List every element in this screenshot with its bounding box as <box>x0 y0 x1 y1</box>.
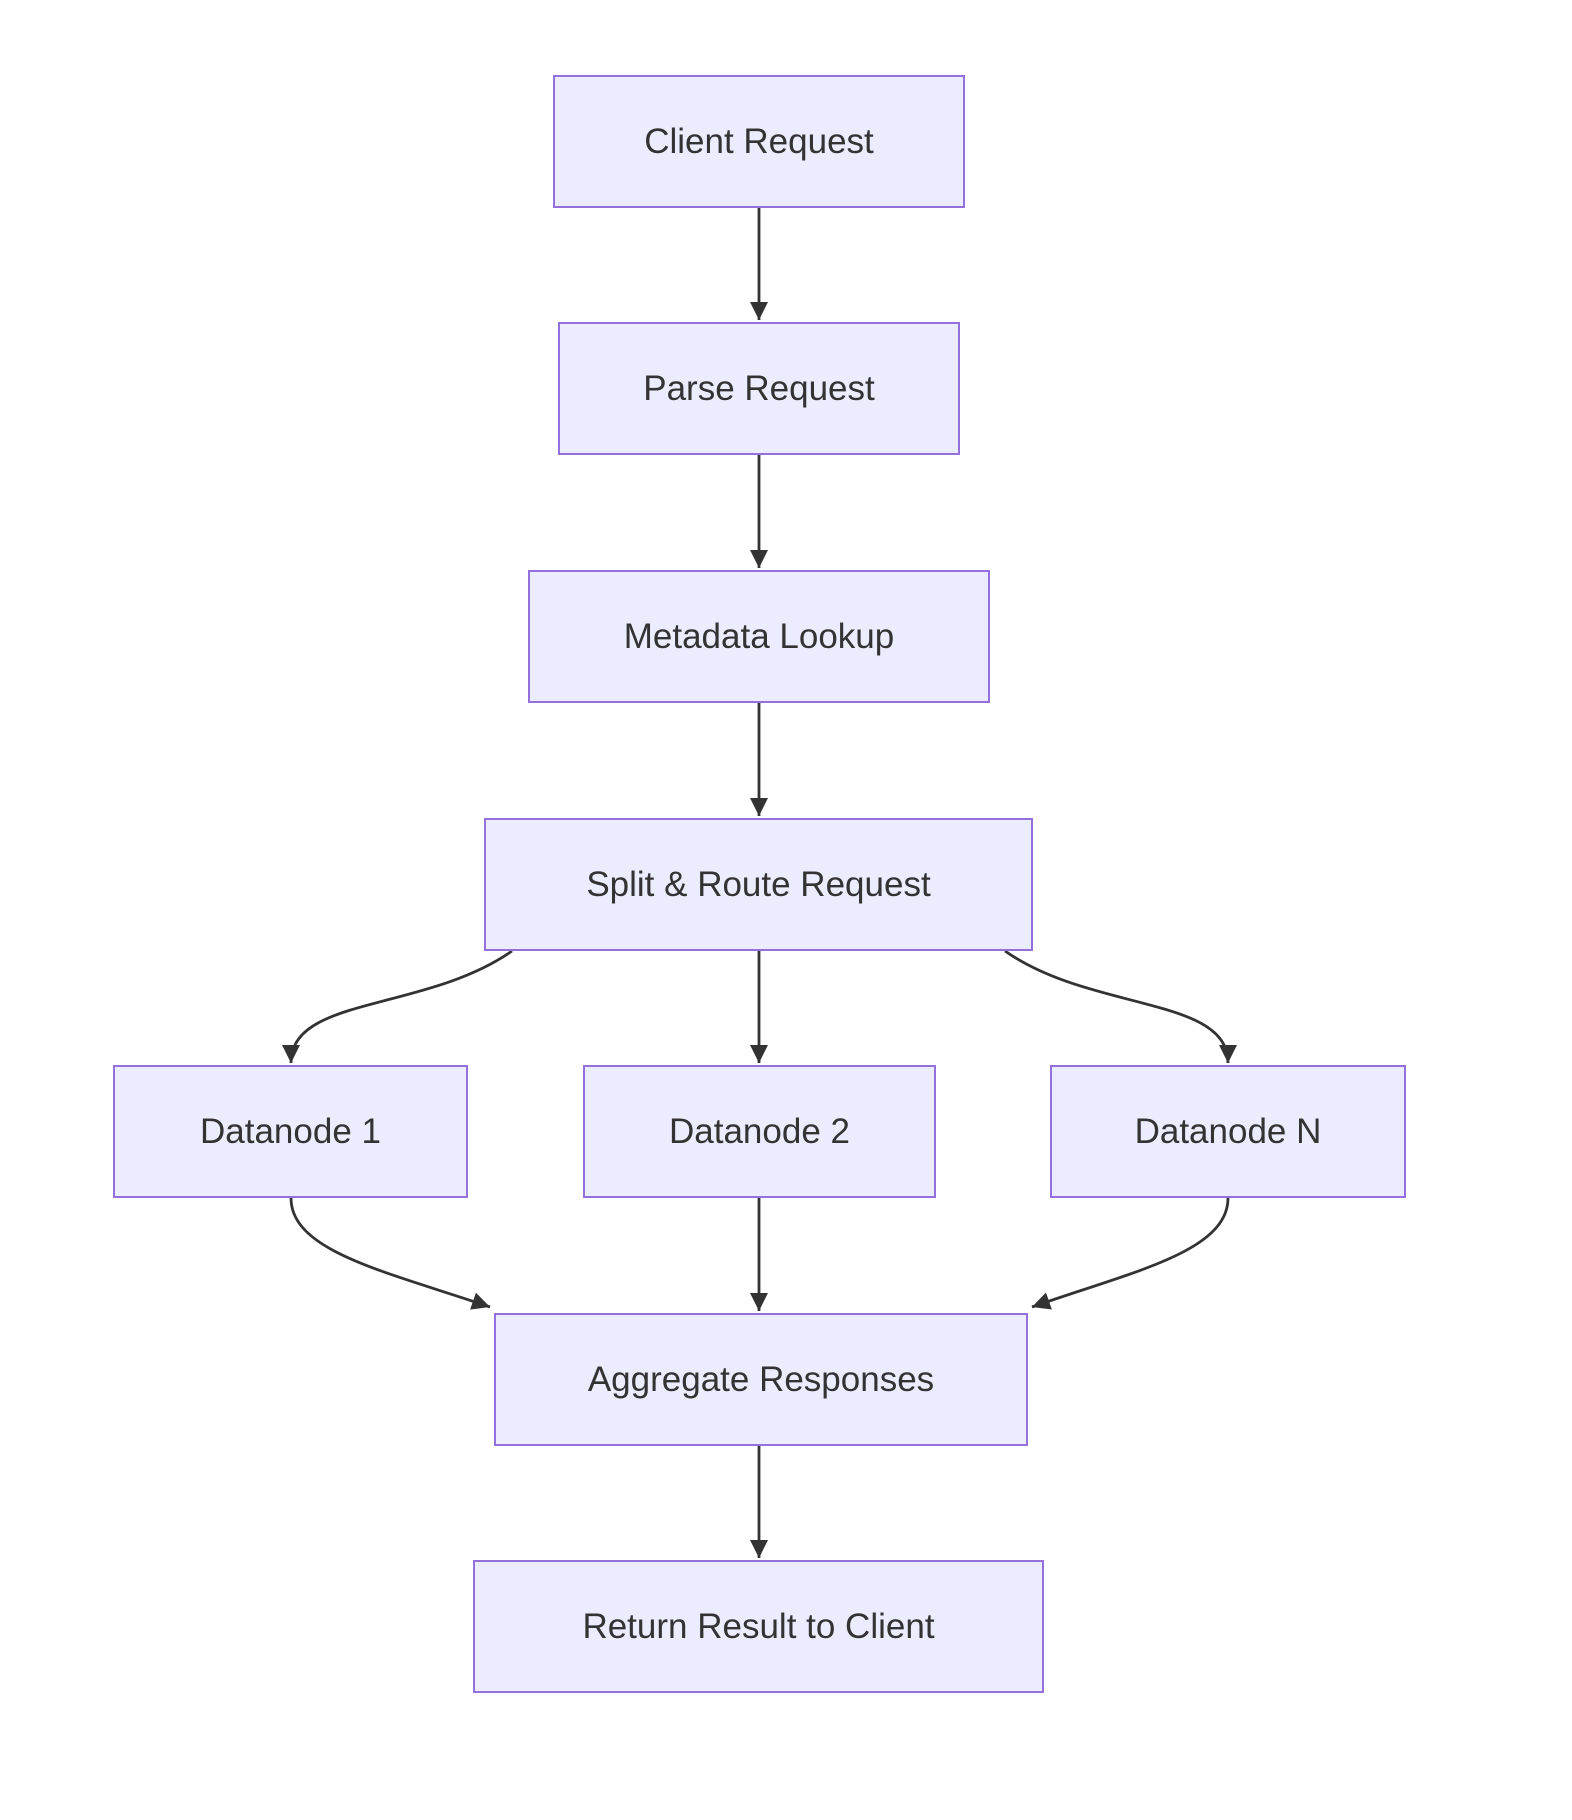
node-split-route-request: Split & Route Request <box>484 818 1033 951</box>
node-datanode-n: Datanode N <box>1050 1065 1406 1198</box>
node-return-result: Return Result to Client <box>473 1560 1044 1693</box>
node-client-request-label: Client Request <box>644 121 874 161</box>
node-metadata-lookup: Metadata Lookup <box>528 570 990 703</box>
node-datanode-2-label: Datanode 2 <box>669 1111 850 1151</box>
edge-split-to-datanode-1 <box>282 949 513 1064</box>
node-aggregate-responses: Aggregate Responses <box>494 1313 1028 1446</box>
node-aggregate-responses-label: Aggregate Responses <box>587 1359 935 1399</box>
node-datanode-n-label: Datanode N <box>1134 1111 1322 1151</box>
node-datanode-1: Datanode 1 <box>113 1065 468 1198</box>
edge-datanode-1-to-aggregate <box>289 1197 491 1310</box>
edge-datanode-n-to-aggregate <box>1031 1197 1230 1310</box>
node-parse-request: Parse Request <box>558 322 960 455</box>
node-parse-request-label: Parse Request <box>643 368 875 408</box>
node-datanode-2: Datanode 2 <box>583 1065 936 1198</box>
node-datanode-1-label: Datanode 1 <box>200 1111 381 1151</box>
node-metadata-lookup-label: Metadata Lookup <box>623 616 895 656</box>
node-return-result-label: Return Result to Client <box>582 1606 935 1646</box>
node-split-route-request-label: Split & Route Request <box>586 864 931 904</box>
edge-split-to-datanode-n <box>1004 949 1237 1064</box>
node-client-request: Client Request <box>553 75 965 208</box>
